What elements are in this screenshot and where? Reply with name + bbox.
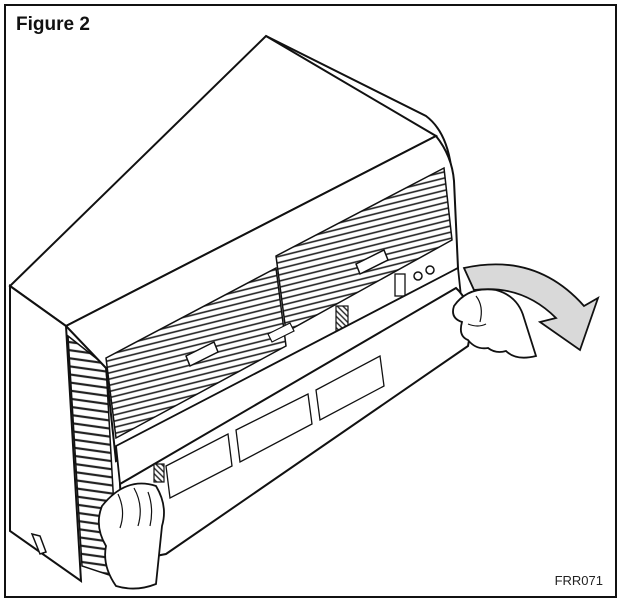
panel-section-3 — [315, 354, 385, 422]
louver-tab-mid — [267, 322, 295, 343]
figure-frame: Figure 2 — [4, 4, 617, 598]
figure-title: Figure 2 — [16, 14, 90, 35]
control-knob-2 — [425, 265, 435, 275]
louver-grille-right — [275, 166, 453, 334]
louver-tab-left — [185, 340, 219, 368]
air-conditioner-illustration — [8, 34, 600, 590]
panel-section-1 — [165, 432, 233, 500]
direction-arrow — [462, 263, 600, 352]
right-hand — [452, 288, 538, 359]
left-hand — [97, 482, 165, 590]
control-knob-1 — [413, 271, 423, 281]
cabinet-side — [9, 284, 83, 584]
figure-code: FRR071 — [554, 573, 603, 588]
panel-latch — [153, 463, 165, 483]
louver-tab-right — [355, 248, 389, 276]
cabinet-foot — [30, 532, 47, 555]
panel-section-2 — [235, 393, 313, 464]
control-switch — [394, 273, 406, 297]
